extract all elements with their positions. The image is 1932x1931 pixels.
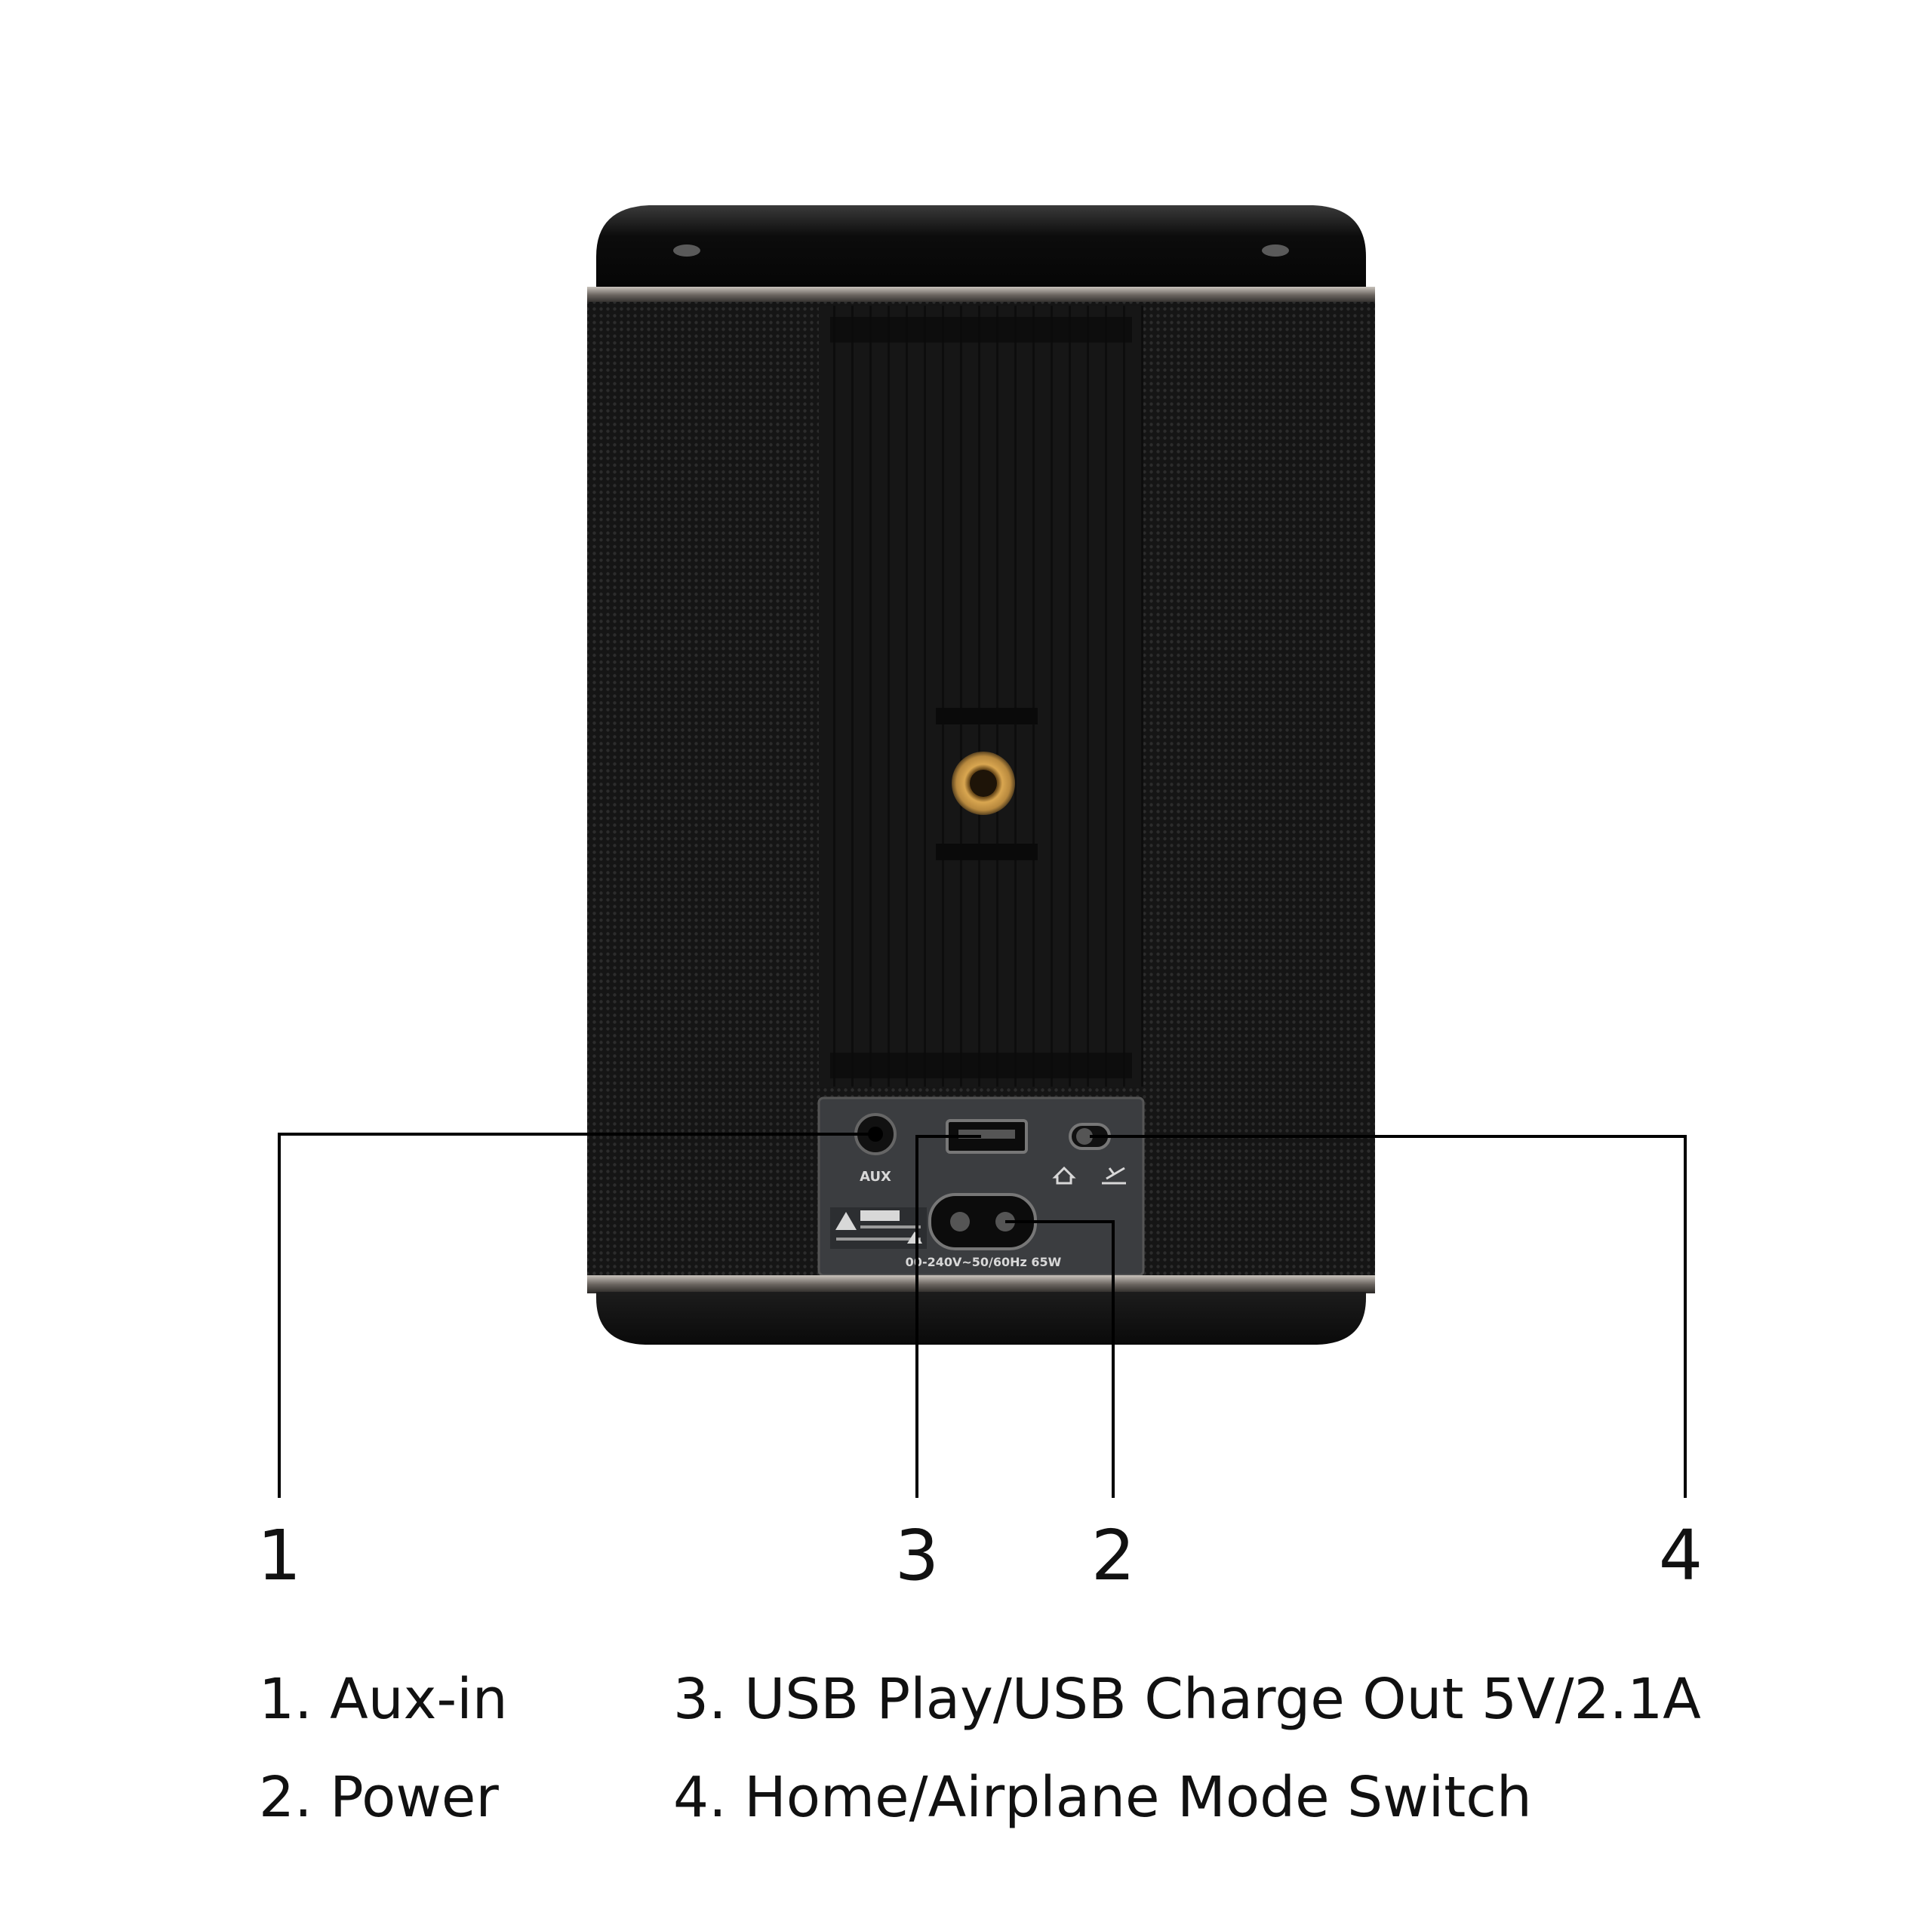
mode-switch-knob bbox=[1076, 1128, 1093, 1145]
callout-number-1: 1 bbox=[257, 1515, 302, 1596]
top-cap-highlight-right bbox=[1262, 244, 1289, 257]
rear-panel-bottom-slots bbox=[830, 1053, 1132, 1078]
mount-slots-top bbox=[936, 708, 1038, 724]
caution-box bbox=[860, 1210, 900, 1221]
mount-slots-bottom bbox=[936, 844, 1038, 860]
caution-text: CAUTION bbox=[861, 1213, 899, 1221]
leader-lines bbox=[278, 1133, 1687, 1498]
leader-line-1 bbox=[278, 1133, 875, 1498]
bottom-trim bbox=[587, 1275, 1375, 1293]
leader-line-3 bbox=[915, 1135, 981, 1498]
leader-line-2 bbox=[1005, 1220, 1115, 1498]
caution-fineprint-1 bbox=[860, 1225, 921, 1228]
callout-number-4: 4 bbox=[1659, 1515, 1703, 1596]
rear-panel-top-slots bbox=[830, 317, 1132, 343]
airplane-icon bbox=[1102, 1167, 1126, 1185]
legend-item-power: 2. Power bbox=[259, 1765, 499, 1830]
legend-item-aux-in: 1. Aux-in bbox=[259, 1667, 508, 1732]
rear-panel bbox=[819, 306, 1143, 1087]
aux-label: AUX bbox=[860, 1169, 891, 1185]
caution-fineprint-2 bbox=[836, 1238, 921, 1241]
tripod-mount-hole bbox=[970, 770, 997, 797]
callout-number-2: 2 bbox=[1091, 1515, 1136, 1596]
leader-line-4 bbox=[1090, 1135, 1687, 1498]
power-rating-label: 00-240V~50/60Hz 65W bbox=[906, 1255, 1062, 1269]
legend-item-mode-switch: 4. Home/Airplane Mode Switch bbox=[673, 1765, 1532, 1830]
legend-item-usb: 3. USB Play/USB Charge Out 5V/2.1A bbox=[673, 1667, 1701, 1732]
callout-number-3: 3 bbox=[895, 1515, 940, 1596]
speaker: AUX CAUTION 00-240V~50/60Hz 65W bbox=[587, 205, 1375, 1345]
home-icon bbox=[1052, 1166, 1076, 1185]
power-pin-left bbox=[950, 1212, 970, 1231]
top-cap-highlight-left bbox=[673, 244, 700, 257]
warning-triangle-icon bbox=[835, 1212, 857, 1230]
top-trim bbox=[587, 287, 1375, 303]
speaker-top-cap bbox=[596, 205, 1366, 294]
speaker-base bbox=[596, 1292, 1366, 1345]
